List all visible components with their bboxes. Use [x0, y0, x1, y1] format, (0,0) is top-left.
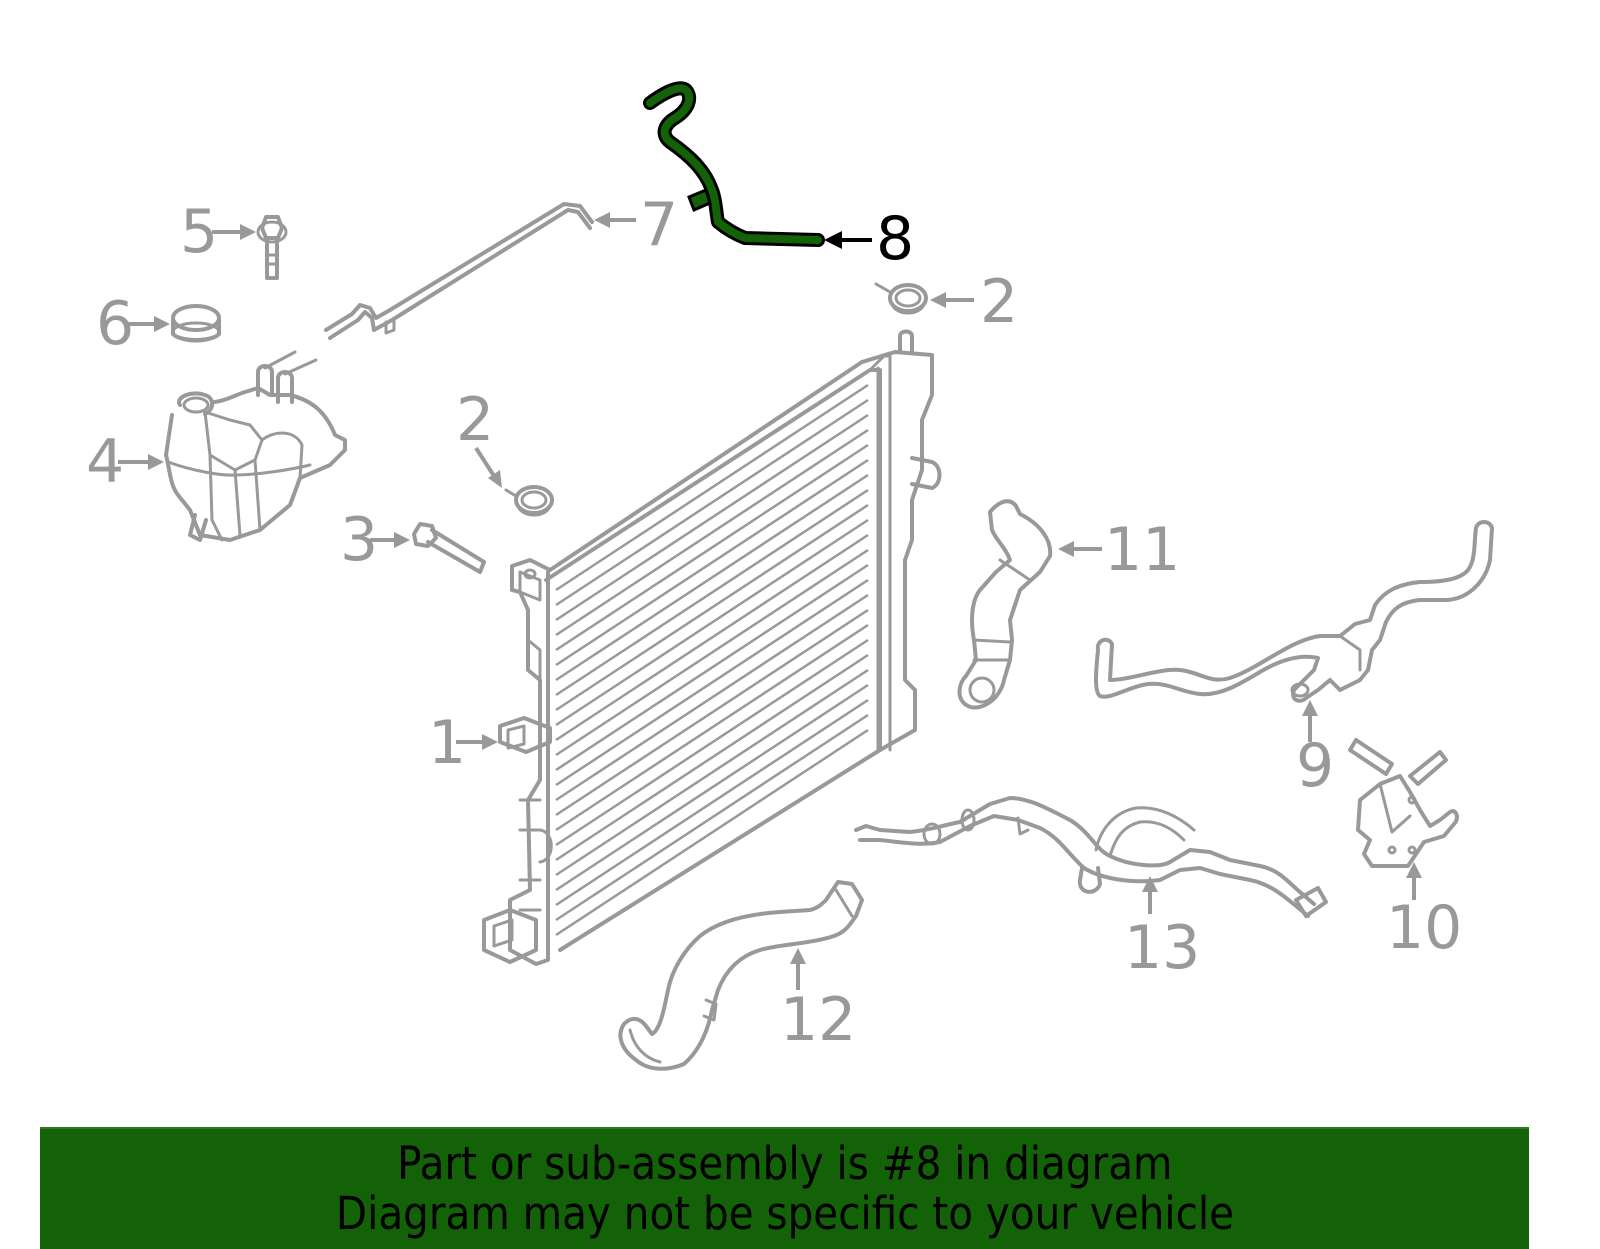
radiator-fins — [555, 383, 869, 937]
svg-text:2: 2 — [980, 267, 1018, 337]
part-info-banner: Part or sub-assembly is #8 in diagram Di… — [40, 1127, 1529, 1249]
callout-8-label: 8 — [876, 204, 914, 274]
svg-text:12: 12 — [780, 985, 856, 1055]
part-6-reservoir-cap[interactable] — [171, 304, 221, 343]
part-4-coolant-reservoir[interactable] — [164, 350, 347, 542]
part-11-upper-hose[interactable] — [957, 499, 1053, 710]
svg-text:1: 1 — [428, 708, 466, 778]
svg-text:7: 7 — [640, 190, 678, 260]
svg-text:9: 9 — [1296, 731, 1334, 801]
svg-text:4: 4 — [86, 427, 124, 497]
callout-3: 3 — [340, 505, 410, 575]
callout-6: 6 — [96, 289, 170, 359]
part-13-hose-assembly[interactable] — [854, 796, 1328, 918]
part-12-lower-hose[interactable] — [618, 880, 864, 1071]
svg-text:13: 13 — [1124, 913, 1200, 983]
part-9-heater-hose[interactable] — [1094, 520, 1494, 703]
callout-8: 8 — [824, 204, 914, 274]
svg-text:5: 5 — [180, 197, 218, 267]
part-10-water-pump[interactable] — [1348, 738, 1459, 868]
part-5-reservoir-bolt[interactable] — [256, 215, 288, 280]
svg-text:10: 10 — [1386, 893, 1462, 963]
callout-2a: 2 — [930, 267, 1018, 337]
callout-1: 1 — [428, 708, 498, 778]
callout-7: 7 — [594, 190, 678, 260]
callout-11: 11 — [1058, 515, 1180, 585]
svg-text:11: 11 — [1104, 515, 1180, 585]
parts-diagram: 8 7 5 6 — [86, 81, 1494, 1071]
svg-text:3: 3 — [340, 505, 378, 575]
callout-4: 4 — [86, 427, 164, 497]
callout-2b: 2 — [456, 385, 502, 488]
callout-9: 9 — [1296, 700, 1334, 801]
callout-10: 10 — [1386, 862, 1462, 963]
banner-line-part-number: Part or sub-assembly is #8 in diagram — [396, 1137, 1173, 1190]
callout-5: 5 — [180, 197, 256, 267]
callout-12: 12 — [780, 948, 856, 1055]
part-2-radiator-cap-upper[interactable] — [874, 282, 928, 315]
callout-13: 13 — [1124, 876, 1200, 983]
svg-text:6: 6 — [96, 289, 134, 359]
svg-text:2: 2 — [456, 385, 494, 455]
part-2-radiator-cap-lower[interactable] — [504, 485, 554, 517]
part-3-bolt[interactable] — [412, 522, 486, 574]
part-8-vent-hose[interactable] — [643, 81, 825, 247]
part-7-overflow-tube[interactable] — [324, 202, 594, 340]
part-1-radiator[interactable] — [482, 329, 942, 966]
banner-line-disclaimer: Diagram may not be specific to your vehi… — [335, 1187, 1234, 1240]
